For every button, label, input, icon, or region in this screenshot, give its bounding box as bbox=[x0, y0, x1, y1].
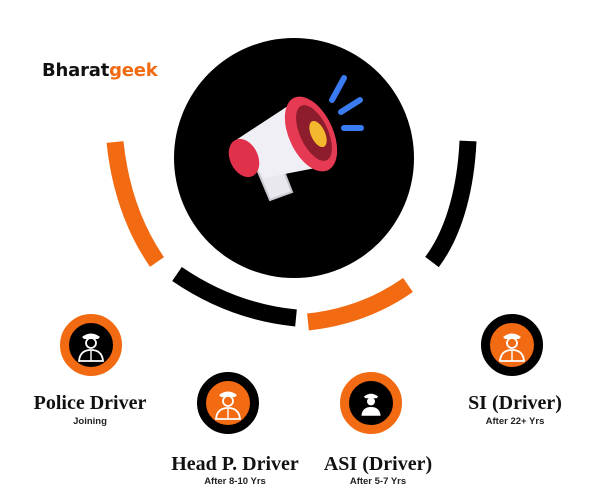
stage-title-si-driver: SI (Driver) bbox=[468, 392, 562, 414]
megaphone-icon bbox=[228, 75, 364, 202]
stage-node-police-driver bbox=[60, 314, 122, 376]
stage-node-head-p-driver bbox=[197, 372, 259, 434]
stage-title-head-p-driver: Head P. Driver bbox=[171, 453, 299, 475]
police-officer-icon bbox=[361, 393, 381, 416]
stage-title-asi-driver: ASI (Driver) bbox=[323, 453, 433, 475]
police-officer-icon bbox=[215, 391, 241, 420]
stage-subtitle-police-driver: Joining bbox=[73, 416, 107, 427]
stage-subtitle-asi-driver: After 5-7 Yrs bbox=[349, 476, 407, 487]
arc-segment-left bbox=[106, 141, 165, 267]
stage-subtitle-head-p-driver: After 8-10 Yrs bbox=[204, 476, 266, 487]
brand-name-part2: geek bbox=[109, 60, 158, 81]
arc-segment-right bbox=[425, 140, 477, 268]
stage-node-si-driver bbox=[481, 314, 543, 376]
stage-subtitle-si-driver: After 22+ Yrs bbox=[485, 416, 545, 427]
police-officer-icon bbox=[78, 333, 104, 362]
arc-segment-bottom-left bbox=[172, 266, 297, 327]
brand-name-part1: Bharat bbox=[42, 60, 110, 81]
stage-node-asi-driver bbox=[340, 372, 402, 434]
arc-segment-bottom-right bbox=[307, 277, 413, 331]
police-officer-icon bbox=[499, 333, 525, 362]
stage-title-police-driver: Police Driver bbox=[33, 392, 147, 414]
brand-logo: Bharatgeek bbox=[42, 60, 158, 81]
